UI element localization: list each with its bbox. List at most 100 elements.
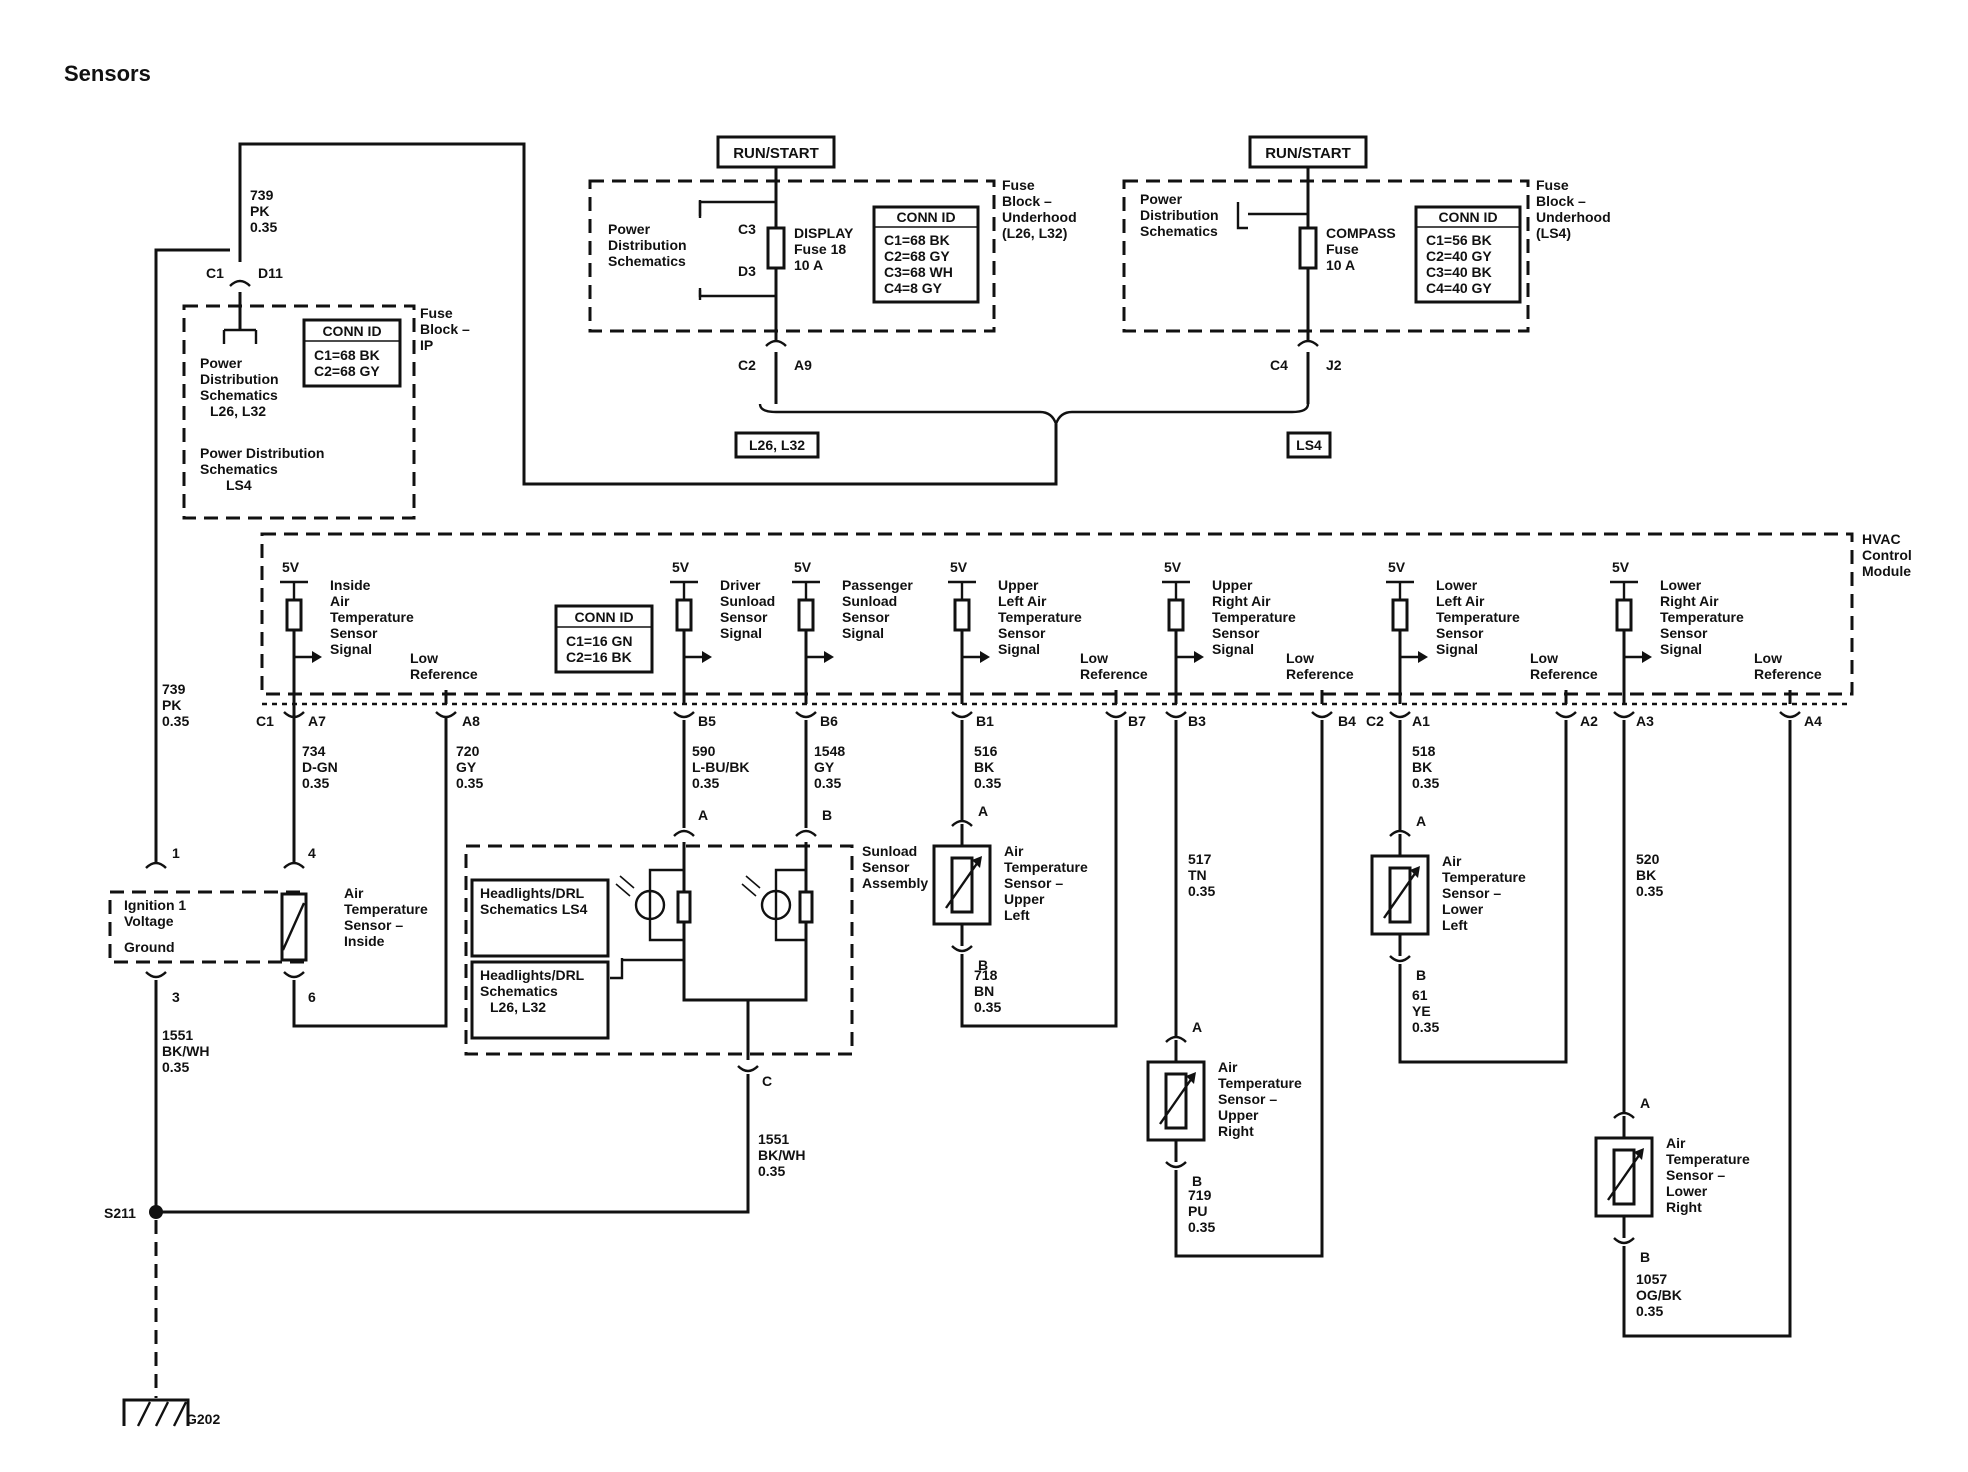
signal-arrow-head-3: [980, 651, 990, 663]
sensor-label-1-0: Air: [1218, 1059, 1238, 1075]
low-ref-pin-arc-3: [1105, 711, 1127, 719]
sensor-pin-b-2: [1389, 955, 1411, 963]
hvac-pin-b3: B3: [1188, 713, 1206, 729]
page-title: Sensors: [64, 61, 151, 86]
low-ref-0-3: Low: [1080, 650, 1108, 666]
sensor-label-3-2: Sensor –: [1666, 1167, 1725, 1183]
sensor-slash-1: [1159, 1077, 1193, 1125]
fuse-block-1-desc-3: (L26, L32): [1002, 225, 1067, 241]
signal-label-5-3: Sensor: [1436, 625, 1484, 641]
sensor-wire-a-label-0-1: BK: [974, 759, 994, 775]
ip-pd2-0: Power Distribution: [200, 445, 324, 461]
pullup-resistor-1: [675, 598, 693, 632]
fuse-block-1-desc-1: Block –: [1002, 193, 1052, 209]
display-fuse-line1: DISPLAY: [794, 225, 854, 241]
pullup-resistor-2: [797, 598, 815, 632]
sensor-wire-b-label-0-0: 718: [974, 967, 998, 983]
inside-label-3: Inside: [344, 933, 385, 949]
signal-label-2-2: Sensor: [842, 609, 890, 625]
conn-id-hvac-1: C2=16 BK: [566, 649, 632, 665]
sensor-wire-a-label-3-0: 520: [1636, 851, 1660, 867]
wire-590-1: L-BU/BK: [692, 759, 750, 775]
sensor-pin-b-label-2: B: [1416, 967, 1426, 983]
option-tag-l26-l32-label: L26, L32: [749, 437, 805, 453]
conn-id-title-2: CONN ID: [1438, 209, 1497, 225]
hvac-desc-1: Control: [1862, 547, 1912, 563]
sensor-pin-b-label-3: B: [1640, 1249, 1650, 1265]
conn-id-ip-1: C2=68 GY: [314, 363, 380, 379]
pin-d3: D3: [738, 263, 756, 279]
pin-j2: J2: [1326, 357, 1342, 373]
ip-pd1-2: Schematics: [200, 387, 278, 403]
wire-720-0: 720: [456, 743, 480, 759]
sensor-wire-b-label-3-2: 0.35: [1636, 1303, 1663, 1319]
signal-label-0-0: Inside: [330, 577, 371, 593]
sensor-slash-2: [1383, 871, 1417, 919]
run-start-label-1: RUN/START: [733, 145, 819, 162]
sensor-label-0-3: Upper: [1004, 891, 1045, 907]
fuse-block-1-desc-2: Underhood: [1002, 209, 1077, 225]
sensor-pin-a-1: [1165, 1035, 1187, 1043]
inside-label-2: Sensor –: [344, 917, 403, 933]
fuse-block-outline-2: [1122, 179, 1530, 333]
signal-label-3-4: Signal: [998, 641, 1040, 657]
sensor-label-2-3: Lower: [1442, 901, 1484, 917]
sensor-wire-b-label-1-1: PU: [1188, 1203, 1207, 1219]
signal-label-3-0: Upper: [998, 577, 1039, 593]
sensor-pin-b-label-0: B: [978, 957, 988, 973]
signal-pin-arc-1: [673, 711, 695, 719]
hvac-pin-c1: C1: [256, 713, 274, 729]
signal-arrow-head-2: [824, 651, 834, 663]
signal-label-5-2: Temperature: [1436, 609, 1520, 625]
pin-ip-c1: C1: [206, 265, 224, 281]
conn-id-box-hvac: [554, 604, 654, 674]
hvac-pin-a3: A3: [1636, 713, 1654, 729]
signal-label-5-4: Signal: [1436, 641, 1478, 657]
wire-739-left-0: 739: [162, 681, 186, 697]
v5-label-0: 5V: [282, 559, 300, 575]
wire-1551-sun-2: 0.35: [758, 1163, 785, 1179]
inside-label-1: Temperature: [344, 901, 428, 917]
sensor-wire-a-label-3-1: BK: [1636, 867, 1656, 883]
sensor-label-1-4: Right: [1218, 1123, 1254, 1139]
conn-id-title-hvac: CONN ID: [574, 609, 633, 625]
wire-720-1: GY: [456, 759, 477, 775]
fuse-block-ip-outline: [182, 304, 416, 520]
signal-label-2-0: Passenger: [842, 577, 913, 593]
low-ref-0-0: Low: [410, 650, 438, 666]
sensor-label-3-0: Air: [1666, 1135, 1686, 1151]
signal-label-4-4: Signal: [1212, 641, 1254, 657]
signal-label-3-1: Left Air: [998, 593, 1047, 609]
signal-label-6-3: Sensor: [1660, 625, 1708, 641]
low-ref-pin-arc-5: [1555, 711, 1577, 719]
fuse-block-ip-desc-0: Fuse: [420, 305, 453, 321]
sensor-label-0-0: Air: [1004, 843, 1024, 859]
sunload-outline: [464, 844, 854, 1056]
sunload-sensor-assembly: Sunload Sensor Assembly A B Headlights/D…: [156, 807, 928, 1214]
wire-739-left-1: PK: [162, 697, 181, 713]
sensor-wire-b-label-2-1: YE: [1412, 1003, 1431, 1019]
power-dist-1-line2: Distribution: [608, 237, 687, 253]
low-ref-0-6: Low: [1754, 650, 1782, 666]
fuse-block-ip: 739 PK 0.35 C1 D11 CONN ID C1=68 BK C2=6…: [182, 187, 470, 520]
hvac-pin-b5: B5: [698, 713, 716, 729]
pullup-resistor-6: [1615, 598, 1633, 632]
conn-id-1-3: C4=8 GY: [884, 280, 943, 296]
sensor-wire-b-label-3-1: OG/BK: [1636, 1287, 1682, 1303]
conn-id-2-0: C1=56 BK: [1426, 232, 1492, 248]
conn-id-2-1: C2=40 GY: [1426, 248, 1492, 264]
wire-1548-1: GY: [814, 759, 835, 775]
conn-id-title-ip: CONN ID: [322, 323, 381, 339]
splice-label: S211: [104, 1205, 136, 1221]
pin-c4: C4: [1270, 357, 1288, 373]
wire-1551-left-1: BK/WH: [162, 1043, 209, 1059]
hl-l26-2: L26, L32: [490, 999, 546, 1015]
display-fuse-symbol: [766, 226, 786, 270]
wire-1551-left-0: 1551: [162, 1027, 193, 1043]
ignition-module: Ignition 1 Voltage Ground 1 3 1551 BK/WH…: [108, 845, 306, 1212]
compass-fuse-line3: 10 A: [1326, 257, 1355, 273]
hvac-pin-a1: A1: [1412, 713, 1430, 729]
signal-pin-arc-3: [951, 711, 973, 719]
